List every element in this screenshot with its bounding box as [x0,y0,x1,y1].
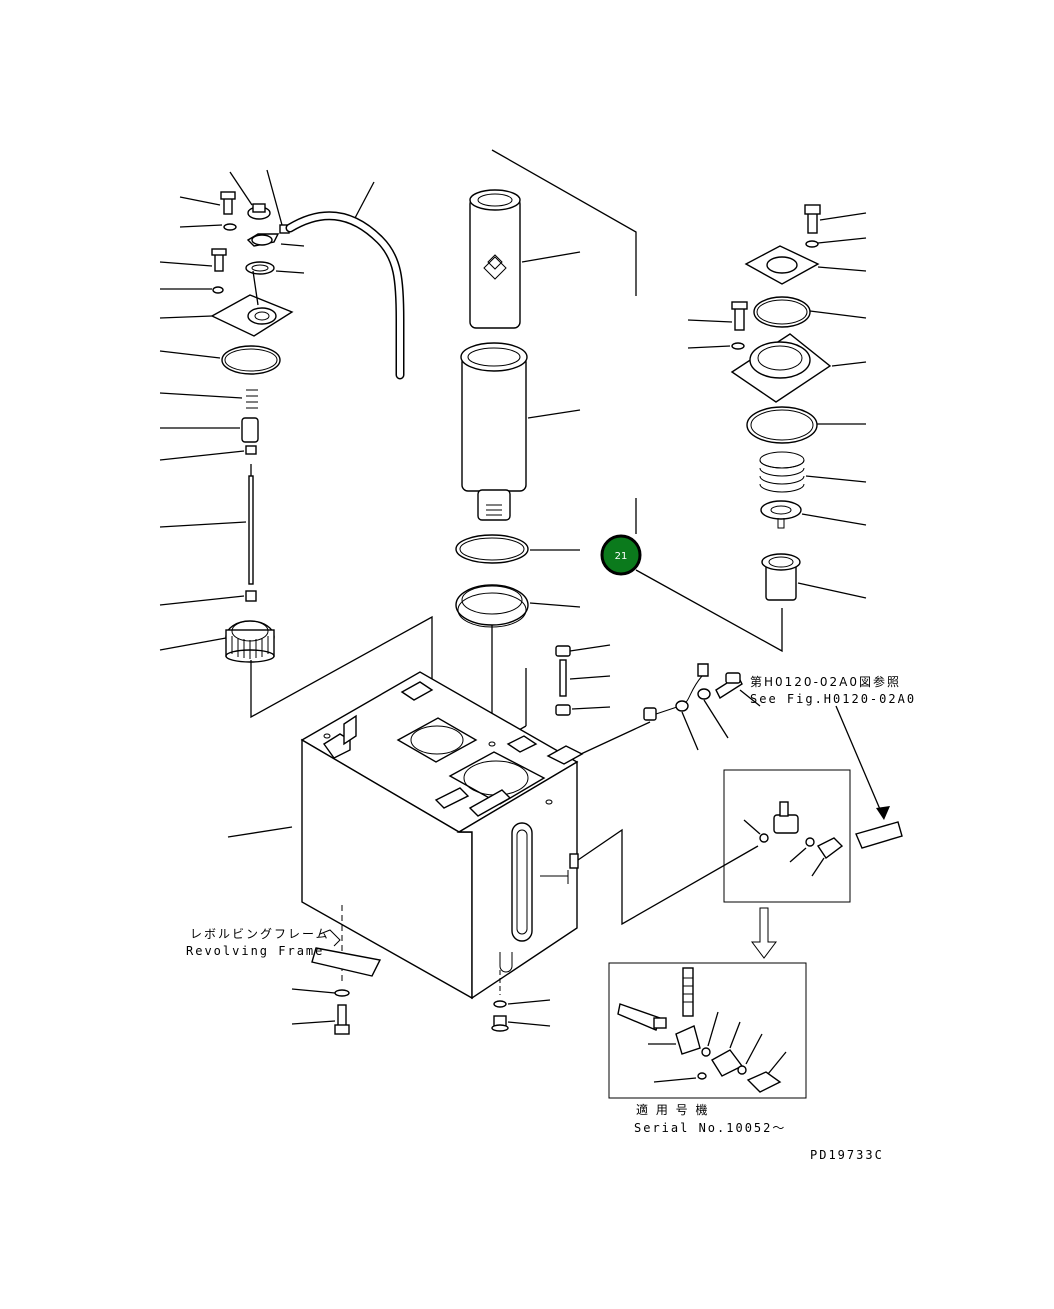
leader-line [521,251,581,263]
callout-number: 21 [615,551,628,562]
figure-reference-en: See Fig.H0120-02A0 [750,692,916,706]
arrow-down-icon [751,907,777,959]
frame-section [311,947,382,977]
leader-line [354,181,375,219]
frame-label-jp: レボルビングフレーム [190,927,330,941]
frame-label-en: Revolving Frame [186,944,324,958]
drawing-code: PD19733C [810,1148,884,1162]
filter-element-upper [469,189,521,329]
o-ring [455,534,529,564]
mounting-bolt [291,905,350,1035]
leader-line [527,409,581,419]
assembly-bracket [577,828,759,926]
serial-label-en: Serial No.10052～ [634,1121,786,1135]
assembly-bracket [250,615,433,719]
assembly-bracket [491,149,637,296]
leader-line [529,602,581,608]
breather-cap-assembly [210,191,294,663]
frame-label-leader [319,929,341,947]
assembly-bracket [635,569,783,653]
detail-box-current [723,769,851,959]
callout-badge-21[interactable]: 21 [600,534,642,576]
pipe-reference [835,705,903,849]
bellows-gasket [455,584,529,628]
fittings-cluster [555,645,743,721]
strainer-element [460,342,528,521]
detail-box-serial [608,962,807,1099]
leader-line [227,826,293,838]
leader-lines-left [159,169,305,651]
hydraulic-tank [300,671,584,1000]
drain-plug [491,970,551,1032]
leader-lines-right [687,212,867,599]
serial-label-jp: 適 用 号 機 [636,1102,709,1117]
cover-assembly-right [730,204,832,601]
figure-reference-jp: 第H0120-02A0図参照 [750,674,901,689]
